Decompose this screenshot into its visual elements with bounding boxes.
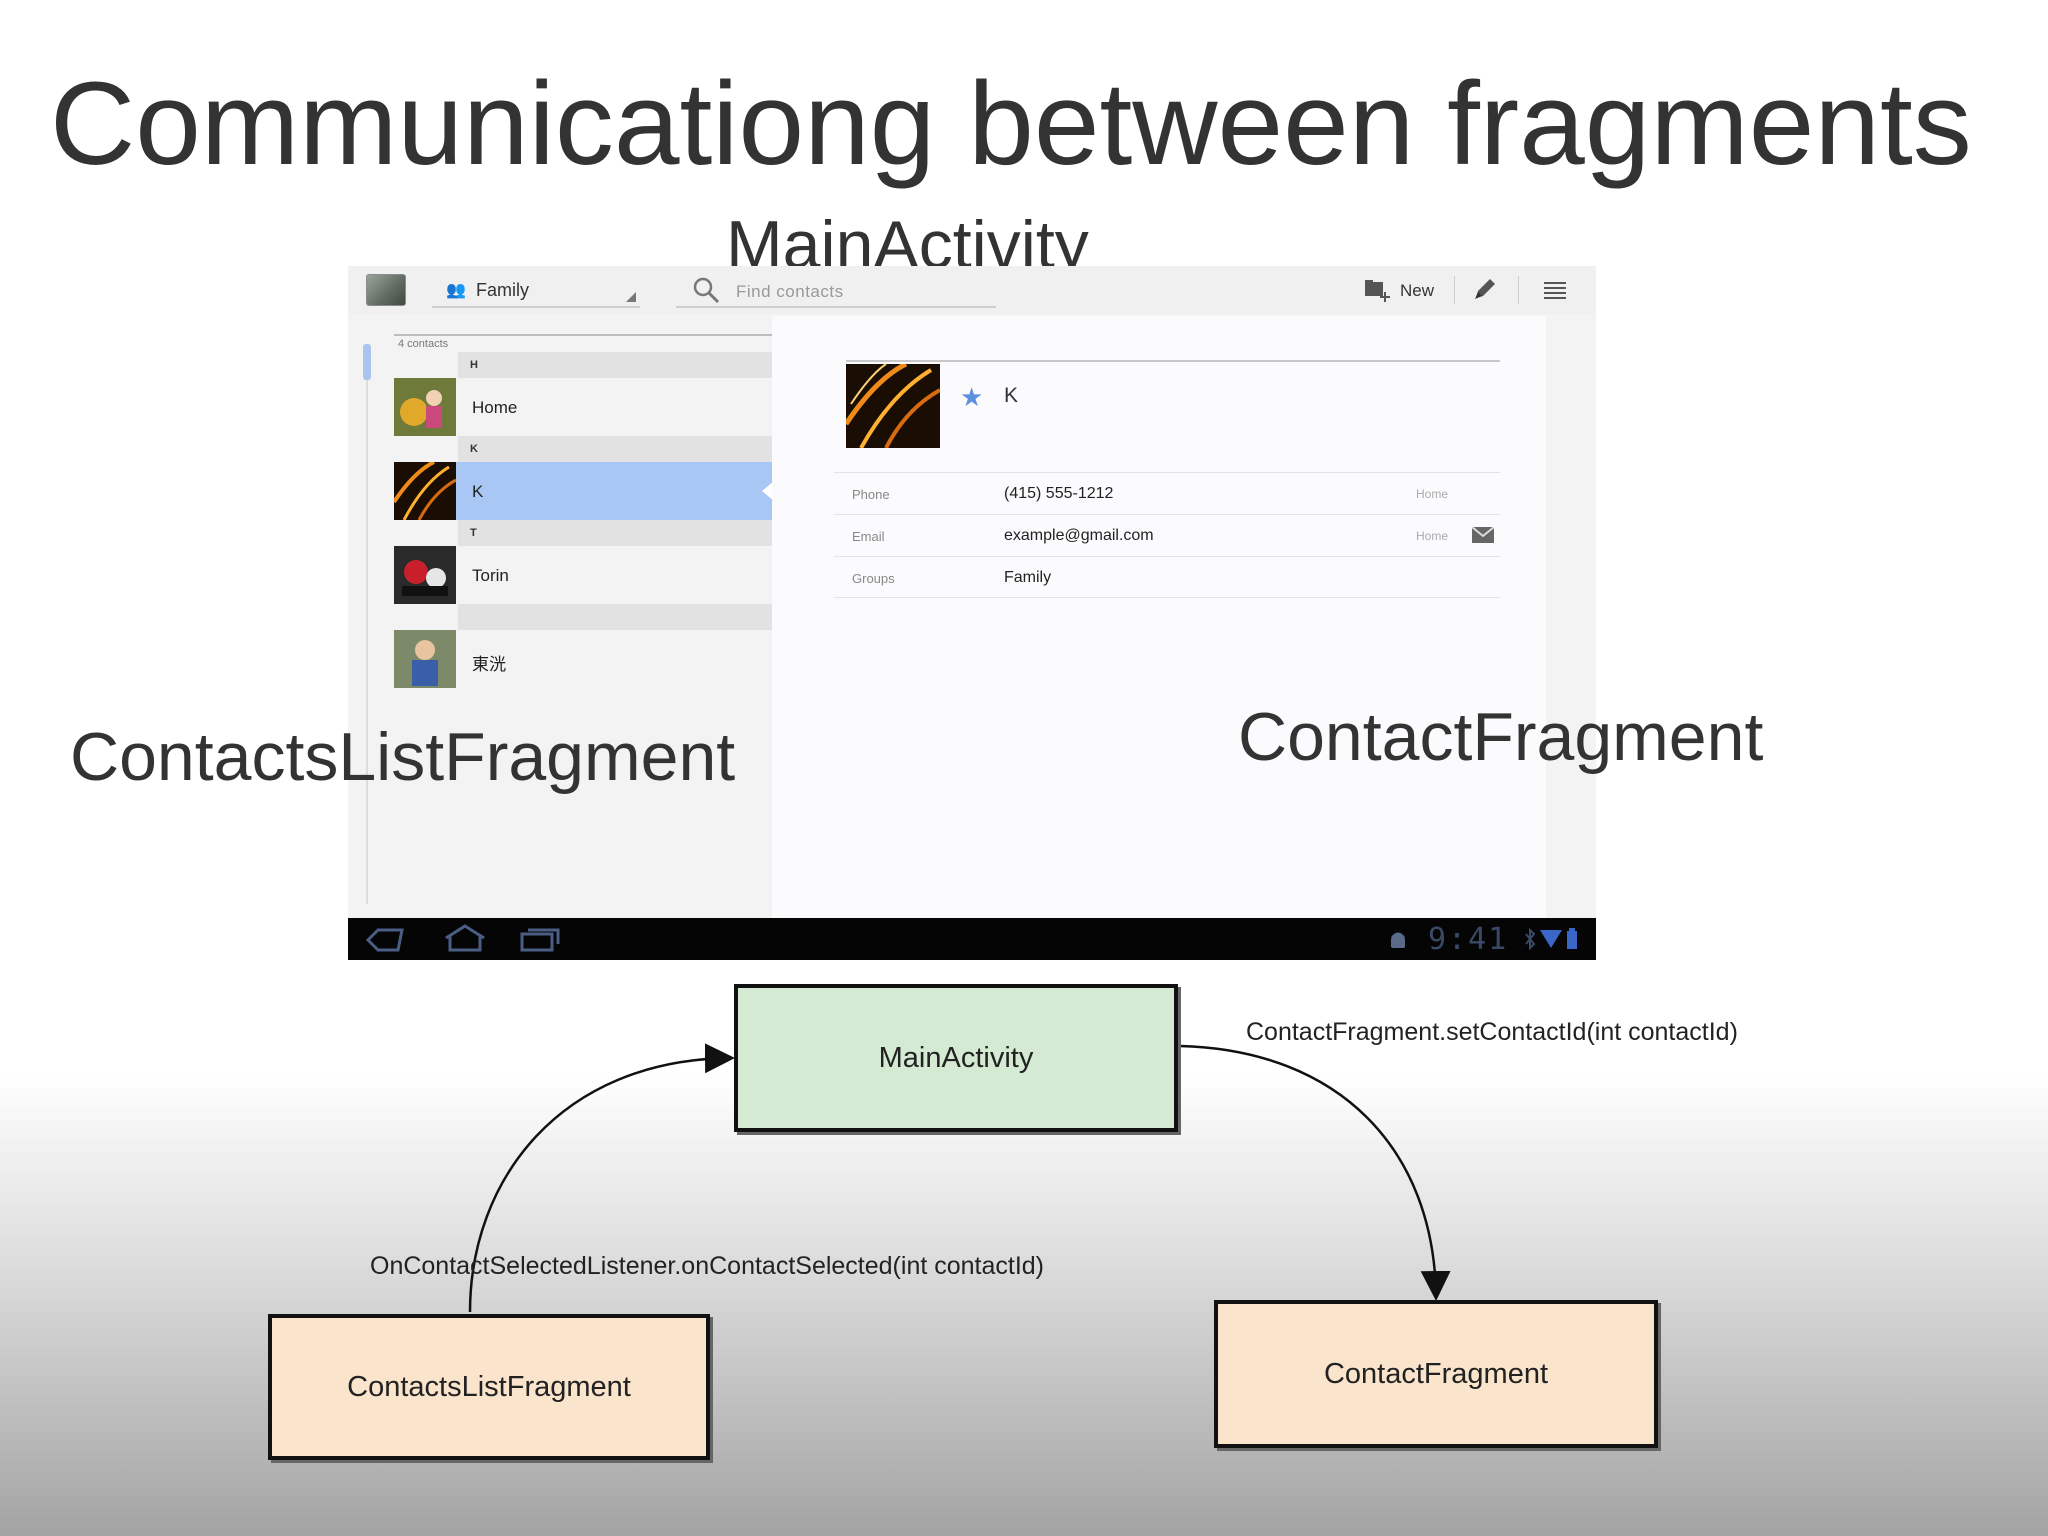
- action-separator: [1454, 276, 1455, 304]
- detail-key: Phone: [852, 487, 890, 502]
- label-contact-fragment: ContactFragment: [1238, 699, 1764, 775]
- node-contacts-list-fragment: ContactsListFragment: [268, 1314, 710, 1460]
- action-bar: 👥 Family Find contacts New: [348, 266, 1596, 314]
- contact-avatar: [394, 378, 456, 436]
- contacts-list: 4 contacts H Home K K T: [394, 334, 774, 774]
- contact-row-k[interactable]: K: [394, 462, 774, 520]
- battery-icon: [1567, 928, 1577, 949]
- contact-avatar: [394, 546, 456, 604]
- contacts-count: 4 contacts: [394, 334, 772, 352]
- contact-row-torin[interactable]: Torin: [394, 546, 772, 604]
- tablet-screenshot: 👥 Family Find contacts New: [348, 266, 1596, 960]
- bluetooth-icon: [1525, 928, 1536, 950]
- detail-type: Home: [1416, 487, 1449, 501]
- section-header-k: K: [458, 436, 772, 462]
- contact-name: K: [472, 482, 484, 501]
- detail-value: (415) 555-1212: [1004, 485, 1114, 502]
- detail-key: Groups: [852, 571, 895, 586]
- slide-title: Communicationg between fragments: [50, 58, 1972, 190]
- search-placeholder: Find contacts: [736, 282, 844, 301]
- contact-detail-pane: ★ K Phone (415) 555-1212 Home Email exam…: [772, 316, 1546, 960]
- android-icon: [1391, 932, 1405, 948]
- selection-pointer: [762, 481, 774, 501]
- edge-label-list-to-main: OnContactSelectedListener.onContactSelec…: [370, 1252, 1045, 1280]
- detail-contact-name: K: [1004, 384, 1019, 407]
- add-contact-icon: [1365, 280, 1390, 302]
- new-contact-label: New: [1400, 281, 1435, 300]
- contact-avatar: [394, 462, 456, 520]
- node-contact-fragment: ContactFragment: [1214, 1300, 1658, 1448]
- group-spinner-label: Family: [476, 280, 529, 300]
- dropdown-triangle-icon: [626, 292, 636, 302]
- section-header-t: T: [458, 520, 772, 546]
- section-header-other: [458, 604, 772, 630]
- detail-value: Family: [1004, 569, 1052, 586]
- section-header-h: H: [458, 352, 772, 378]
- contact-row-dongguang[interactable]: 東洸: [394, 630, 772, 688]
- node-main-activity: MainActivity: [734, 984, 1178, 1132]
- system-nav-bar: 9:41: [348, 918, 1596, 960]
- detail-divider: [846, 360, 1500, 362]
- edit-icon[interactable]: [1472, 276, 1498, 302]
- contact-photo[interactable]: [846, 364, 940, 448]
- contact-row-home[interactable]: Home: [394, 378, 772, 436]
- contact-name: Home: [472, 398, 518, 417]
- favorite-star-icon[interactable]: ★: [960, 382, 984, 412]
- label-contacts-list-fragment: ContactsListFragment: [70, 719, 736, 795]
- detail-row-groups[interactable]: Groups Family: [834, 556, 1500, 598]
- detail-value: example@gmail.com: [1004, 527, 1154, 544]
- people-icon: 👥: [446, 282, 466, 299]
- recent-apps-icon[interactable]: [520, 928, 562, 952]
- action-separator: [1518, 276, 1519, 304]
- arrow-list-to-main: [468, 1043, 735, 1313]
- mail-icon[interactable]: [1472, 527, 1494, 543]
- contacts-app-icon[interactable]: [366, 274, 406, 306]
- contact-name: 東洸: [472, 655, 506, 674]
- detail-type: Home: [1416, 529, 1449, 543]
- overflow-menu-icon[interactable]: [1544, 280, 1568, 300]
- fast-scroll-thumb[interactable]: [363, 344, 371, 380]
- detail-row-phone[interactable]: Phone (415) 555-1212 Home: [834, 472, 1500, 514]
- contact-name: Torin: [472, 566, 509, 585]
- home-icon[interactable]: [444, 924, 486, 952]
- edge-label-main-to-contact: ContactFragment.setContactId(int contact…: [1246, 1018, 1738, 1046]
- back-icon[interactable]: [366, 928, 406, 952]
- status-clock: 9:41: [1428, 922, 1509, 957]
- wifi-icon: [1540, 930, 1562, 948]
- group-spinner[interactable]: 👥 Family: [432, 272, 640, 308]
- contact-avatar: [394, 630, 456, 688]
- detail-key: Email: [852, 529, 885, 544]
- search-field[interactable]: Find contacts: [676, 272, 996, 308]
- arrow-main-to-contact: [1179, 1044, 1451, 1301]
- search-icon: [693, 277, 720, 304]
- fast-scroll-track: [366, 344, 368, 904]
- detail-row-email[interactable]: Email example@gmail.com Home: [834, 514, 1500, 556]
